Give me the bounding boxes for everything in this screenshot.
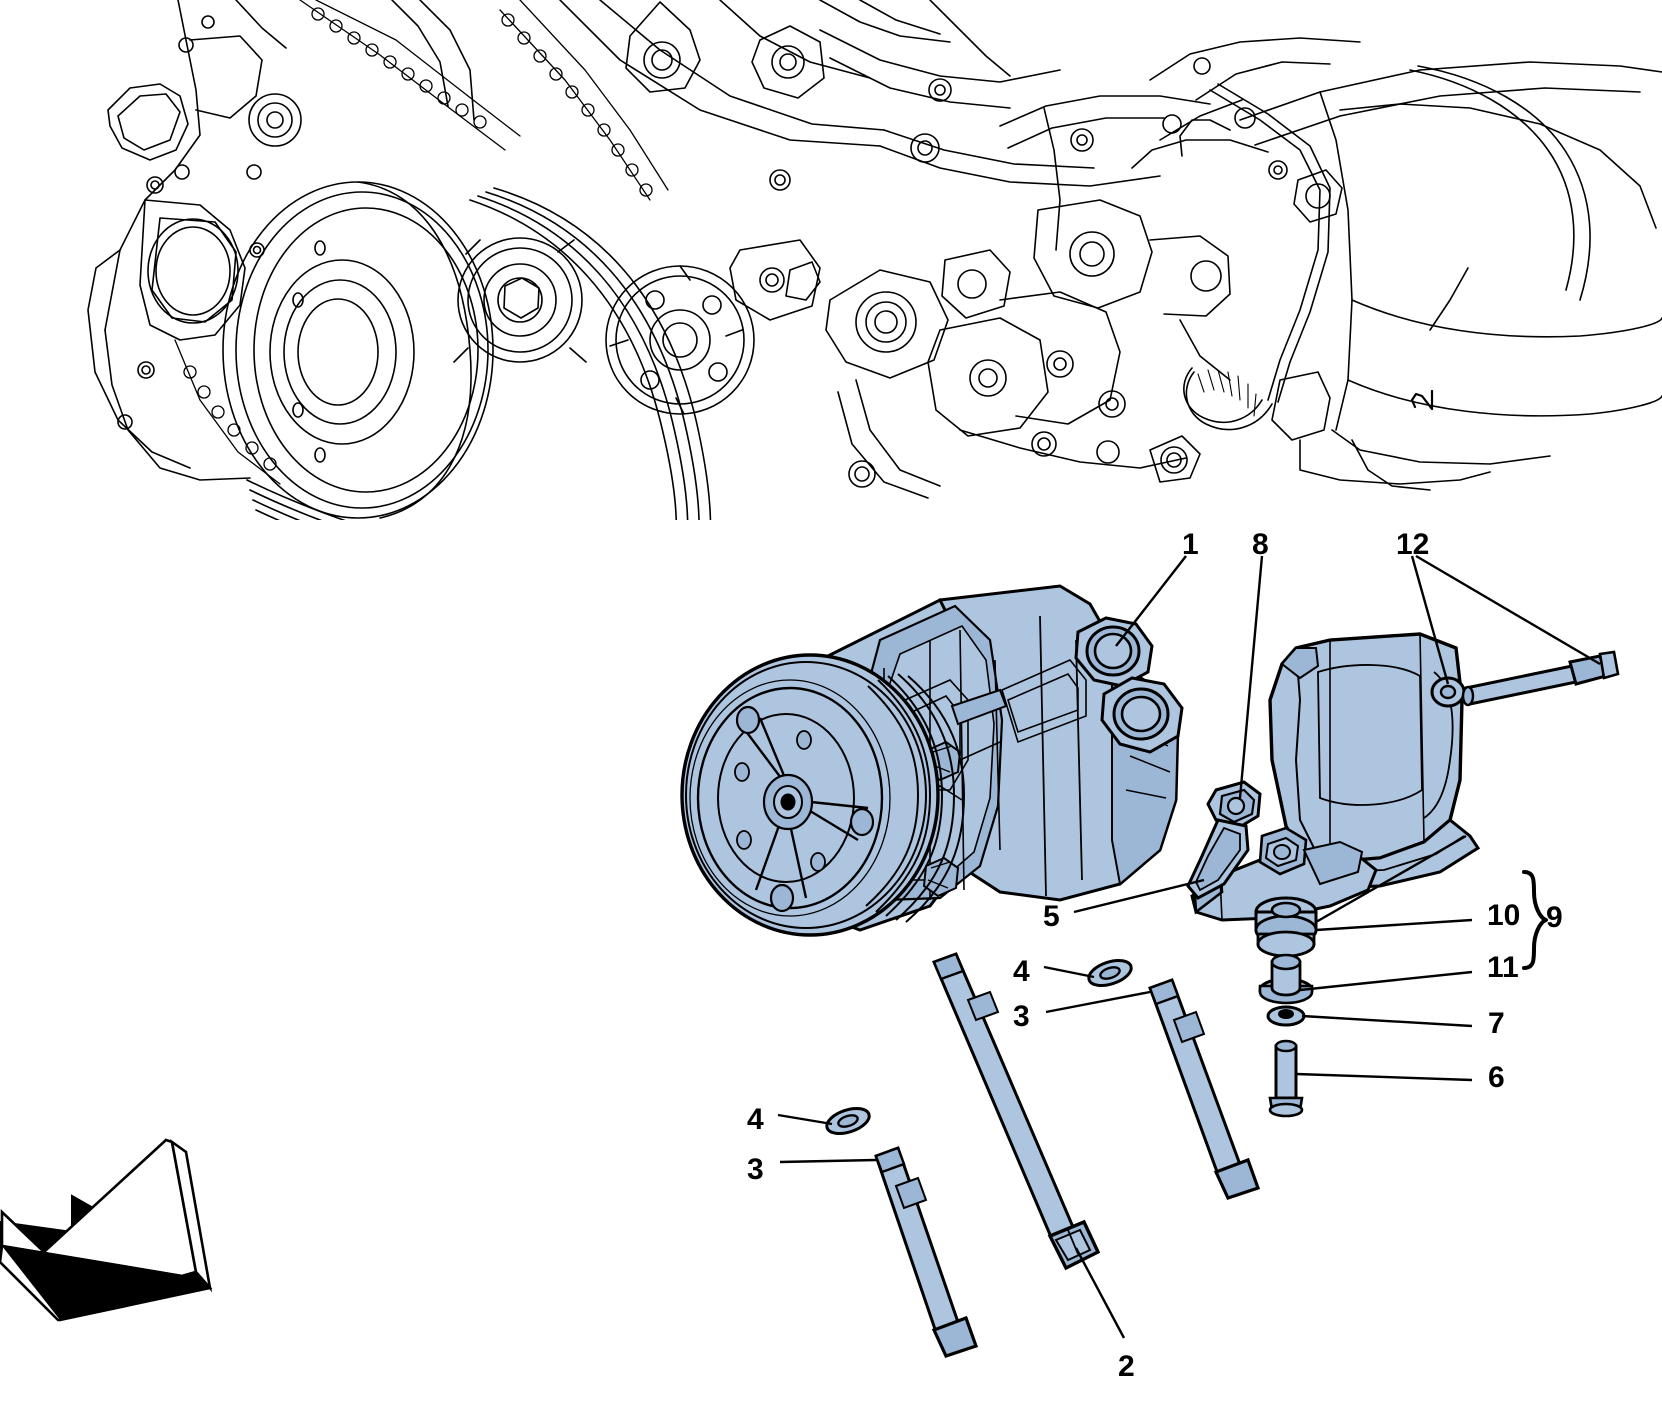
leader-4b	[777, 1113, 833, 1126]
leader-5	[1073, 878, 1205, 914]
leader-lines	[777, 554, 1601, 1339]
callout-1[interactable]: 1	[1182, 528, 1199, 561]
callout-11[interactable]: 11	[1487, 951, 1519, 984]
callout-2[interactable]: 2	[1118, 1350, 1135, 1383]
flat-washer-part	[1266, 1005, 1306, 1027]
callout-6[interactable]: 6	[1488, 1061, 1505, 1094]
leader-3b	[779, 1158, 877, 1164]
leader-11	[1299, 970, 1473, 992]
long-bolt-b	[1148, 978, 1261, 1200]
group-brace-9	[1522, 870, 1548, 970]
leader-10-shield	[1315, 834, 1467, 924]
ac-compressor-part	[680, 584, 1184, 937]
callout-12[interactable]: 12	[1396, 528, 1430, 561]
long-bolt-a	[932, 952, 1101, 1271]
leader-7	[1301, 1014, 1473, 1028]
callout-3-upper[interactable]: 3	[1013, 1000, 1030, 1033]
support-bracket-part	[1190, 826, 1378, 922]
callout-10[interactable]: 10	[1487, 899, 1521, 932]
callout-4-lower[interactable]: 4	[747, 1103, 764, 1136]
compressor-clutch-pulley	[680, 653, 966, 937]
direction-arrow	[0, 1138, 213, 1322]
callout-3-lower[interactable]: 3	[747, 1153, 764, 1186]
leader-1	[1115, 555, 1187, 647]
conical-washer-a	[1087, 959, 1133, 987]
leader-4a	[1043, 965, 1095, 979]
rubber-bushing-part	[1254, 896, 1318, 958]
leader-8	[1238, 555, 1264, 799]
leader-2	[1074, 1247, 1126, 1339]
bracket-arm-part	[1186, 780, 1262, 900]
callout-8[interactable]: 8	[1252, 528, 1269, 561]
callout-7[interactable]: 7	[1488, 1007, 1505, 1040]
compressor-port-bosses	[1074, 616, 1184, 754]
callout-5[interactable]: 5	[1043, 900, 1060, 933]
conical-washer-b	[825, 1107, 871, 1135]
callout-4-upper[interactable]: 4	[1013, 955, 1030, 988]
leader-10	[1315, 918, 1473, 932]
leader-12a	[1410, 555, 1450, 685]
leader-12b	[1415, 554, 1601, 666]
long-bolt-c	[874, 1146, 979, 1358]
stud-bolt-part	[1268, 1039, 1304, 1118]
leader-3a	[1045, 990, 1151, 1014]
engine-assembly-reference	[87, 0, 1662, 520]
leader-6	[1295, 1072, 1473, 1082]
bushing-spacer-part	[1258, 953, 1314, 1005]
callout-9[interactable]: 9	[1546, 901, 1563, 934]
